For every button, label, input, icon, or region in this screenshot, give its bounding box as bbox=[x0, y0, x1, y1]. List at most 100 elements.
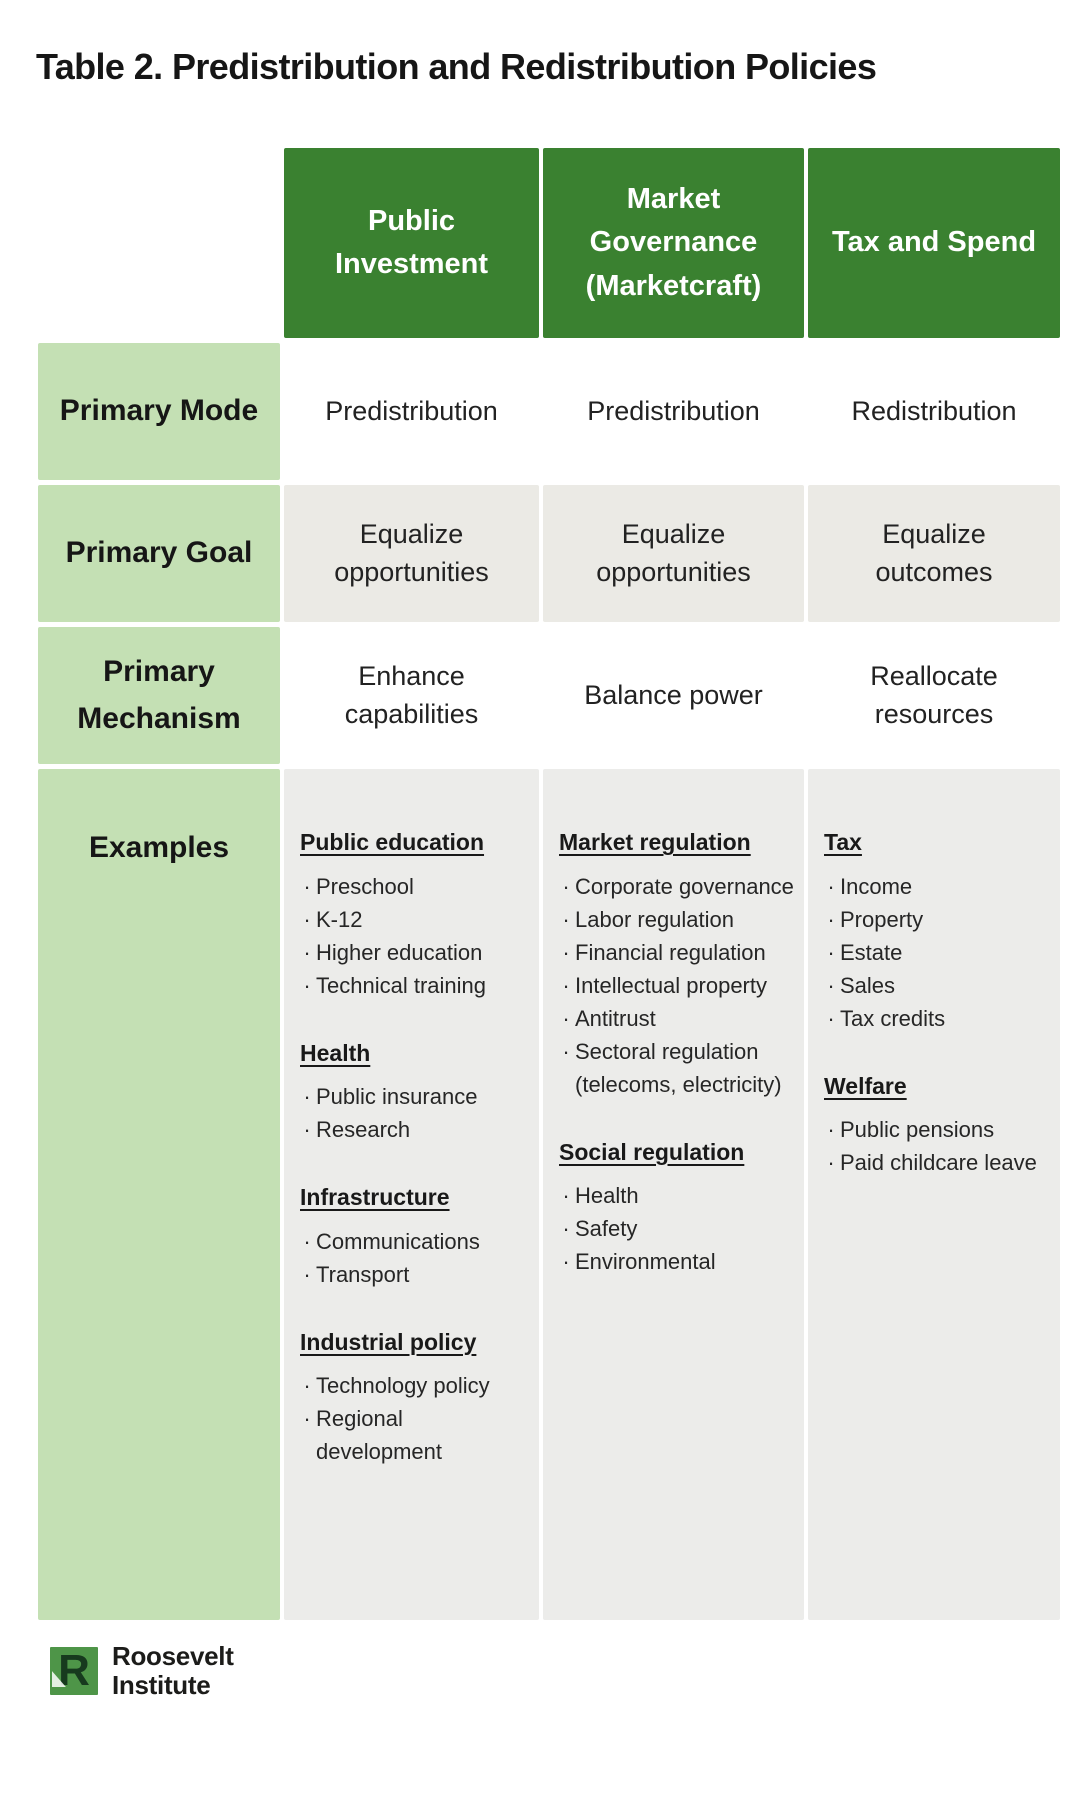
logo-name-line2: Institute bbox=[112, 1670, 211, 1701]
example-item: ·Technical training bbox=[298, 969, 533, 1002]
cell-mode-tax-and-spend: Redistribution bbox=[851, 395, 1017, 426]
example-item: ·Antitrust bbox=[557, 1002, 798, 1035]
cell-goal-public-investment: Equalize opportunities bbox=[284, 485, 539, 622]
example-item: ·Safety bbox=[557, 1212, 798, 1245]
bullet-marker: · bbox=[303, 873, 311, 899]
row-header-primary-mode: Primary Mode bbox=[38, 343, 280, 480]
cell-mechanism-tax-and-spend: Reallocate resources bbox=[870, 660, 998, 729]
example-item-text: Environmental bbox=[575, 1249, 716, 1274]
example-item-text: Technical training bbox=[316, 972, 486, 998]
bullet-marker: · bbox=[562, 972, 570, 998]
example-group-heading: Industrial policy bbox=[300, 1328, 477, 1355]
example-item: ·Sales bbox=[822, 969, 1054, 1002]
column-header-tax-and-spend: Tax and Spend bbox=[808, 148, 1060, 338]
example-item: ·Regional development bbox=[298, 1402, 533, 1468]
example-item-text: Income bbox=[840, 873, 913, 899]
example-item: ·Transport bbox=[298, 1258, 533, 1291]
bullet-marker: · bbox=[827, 1005, 835, 1031]
example-item-text: Preschool bbox=[316, 873, 414, 899]
example-item: ·Public insurance bbox=[298, 1080, 533, 1113]
logo-mark-letter: R bbox=[58, 1647, 90, 1696]
cell-mode-market-governance: Predistribution bbox=[587, 395, 760, 426]
example-item-text: Sectoral regulation (telecoms, electrici… bbox=[575, 1038, 782, 1097]
example-group: Tax·Income·Property·Estate·Sales·Tax cre… bbox=[822, 825, 1054, 1035]
example-item: ·Communications bbox=[298, 1225, 533, 1258]
bullet-marker: · bbox=[303, 1406, 311, 1431]
example-item: ·Public pensions bbox=[822, 1113, 1054, 1146]
example-group: Market regulation·Corporate governance·L… bbox=[557, 825, 798, 1101]
example-group-heading: Social regulation bbox=[559, 1138, 745, 1165]
bullet-marker: · bbox=[562, 873, 570, 899]
example-group: Health ·Public insurance·Research bbox=[298, 1036, 533, 1147]
example-item: ·Estate bbox=[822, 936, 1054, 969]
example-group-heading: Public education bbox=[300, 829, 485, 855]
example-item: ·Health bbox=[557, 1179, 798, 1212]
bullet-marker: · bbox=[827, 906, 835, 932]
example-item-text: Public pensions bbox=[840, 1117, 995, 1142]
cell-mechanism-market-governance: Balance power bbox=[584, 679, 763, 710]
example-item: ·K-12 bbox=[298, 903, 533, 936]
example-item: ·Tax credits bbox=[822, 1002, 1054, 1035]
example-item: ·Environmental bbox=[557, 1245, 798, 1278]
example-item: ·Financial regulation bbox=[557, 936, 798, 969]
example-item-text: K-12 bbox=[316, 906, 363, 932]
policy-table: Public Investment Market Governance (Mar… bbox=[38, 148, 1060, 1620]
example-item: ·Preschool bbox=[298, 870, 533, 903]
example-item: ·Sectoral regulation (telecoms, electric… bbox=[557, 1035, 798, 1101]
example-group-heading: Health bbox=[300, 1039, 371, 1066]
example-group: Welfare·Public pensions·Paid childcare l… bbox=[822, 1069, 1054, 1180]
example-item-text: Intellectual property bbox=[575, 972, 767, 998]
bullet-marker: · bbox=[827, 873, 835, 899]
bullet-marker: · bbox=[303, 1228, 311, 1254]
bullet-marker: · bbox=[562, 1249, 570, 1274]
cell-examples-market-governance: Market regulation·Corporate governance·L… bbox=[543, 769, 804, 1620]
bullet-marker: · bbox=[303, 1084, 311, 1109]
bullet-marker: · bbox=[303, 939, 311, 965]
example-item-text: Property bbox=[840, 906, 924, 932]
example-item-text: Estate bbox=[840, 939, 903, 965]
example-item-text: Paid childcare leave bbox=[840, 1150, 1037, 1175]
example-item-text: Technology policy bbox=[316, 1373, 490, 1398]
bullet-marker: · bbox=[303, 906, 311, 932]
bullet-marker: · bbox=[562, 906, 570, 932]
bullet-marker: · bbox=[562, 1038, 570, 1064]
example-item: ·Corporate governance bbox=[557, 870, 798, 903]
example-item-text: Regional development bbox=[316, 1406, 442, 1464]
example-item: ·Intellectual property bbox=[557, 969, 798, 1002]
example-item-text: Research bbox=[316, 1117, 411, 1142]
example-group-heading: Infrastructure bbox=[300, 1184, 450, 1210]
example-group-heading: Tax bbox=[824, 829, 862, 855]
bullet-marker: · bbox=[827, 939, 835, 965]
page-title: Table 2. Predistribution and Redistribut… bbox=[36, 46, 877, 87]
example-item-text: Corporate governance bbox=[575, 873, 794, 899]
bullet-marker: · bbox=[827, 1150, 835, 1175]
bullet-marker: · bbox=[303, 1373, 311, 1398]
bullet-marker: · bbox=[303, 1261, 311, 1287]
example-group-heading: Market regulation bbox=[559, 829, 751, 855]
bullet-marker: · bbox=[827, 1117, 835, 1142]
cell-goal-tax-and-spend: Equalize outcomes bbox=[808, 485, 1060, 622]
example-item-text: Labor regulation bbox=[575, 906, 735, 932]
row-header-primary-mechanism: Primary Mechanism bbox=[38, 627, 280, 764]
column-header-market-governance: Market Governance (Marketcraft) bbox=[543, 148, 804, 338]
example-item-text: Financial regulation bbox=[575, 939, 766, 965]
example-group: Infrastructure·Communications·Transport bbox=[298, 1180, 533, 1291]
example-group: Social regulation·Health·Safety·Environm… bbox=[557, 1135, 798, 1279]
example-item-text: Transport bbox=[316, 1261, 410, 1287]
roosevelt-institute-logo: R Roosevelt Institute bbox=[50, 1641, 234, 1701]
example-item-text: Public insurance bbox=[316, 1084, 478, 1109]
cell-examples-tax-and-spend: Tax·Income·Property·Estate·Sales·Tax cre… bbox=[808, 769, 1060, 1620]
bullet-marker: · bbox=[827, 972, 835, 998]
example-group: Public education·Preschool·K-12·Higher e… bbox=[298, 825, 533, 1002]
column-header-public-investment: Public Investment bbox=[284, 148, 539, 338]
bullet-marker: · bbox=[562, 1216, 570, 1241]
cell-goal-market-governance: Equalize opportunities bbox=[543, 485, 804, 622]
cell-mode-public-investment: Predistribution bbox=[325, 395, 498, 426]
table-corner-spacer bbox=[38, 148, 280, 338]
bullet-marker: · bbox=[562, 939, 570, 965]
example-item: ·Income bbox=[822, 870, 1054, 903]
bullet-marker: · bbox=[562, 1005, 570, 1031]
example-item: ·Property bbox=[822, 903, 1054, 936]
example-item-text: Higher education bbox=[316, 939, 483, 965]
row-header-primary-goal: Primary Goal bbox=[38, 485, 280, 622]
